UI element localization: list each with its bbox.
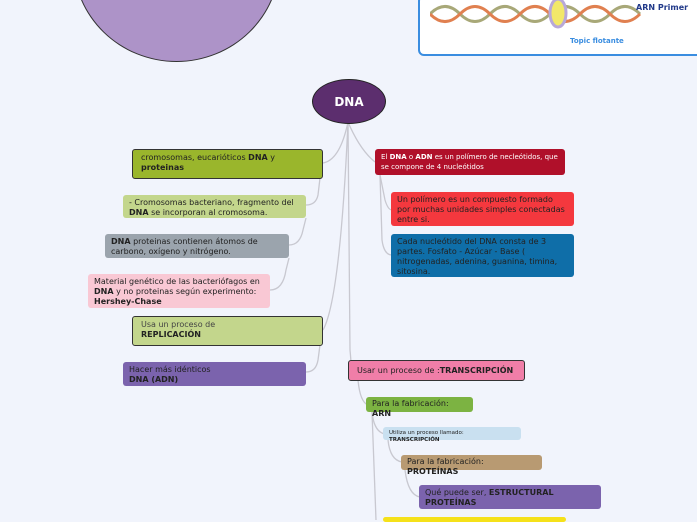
node-proteinas[interactable]: Para la fabricación: PROTEÍNAS — [401, 455, 542, 476]
node-atomos[interactable]: DNA proteinas contienen átomos de carbon… — [105, 234, 289, 258]
node-polimero-definicion[interactable]: Un polímero es un compuesto formado por … — [391, 192, 574, 226]
dna-helix-image — [430, 0, 642, 29]
node-replicacion[interactable]: Usa un proceso de REPLICACIÓN — [132, 316, 323, 346]
node-identicos[interactable]: Hacer más idénticos DNA (ADN) — [123, 362, 306, 386]
node-arn[interactable]: Para la fabricación: ARN — [366, 397, 473, 418]
node-estructural[interactable]: Qué puede ser, ESTRUCTURAL PROTEÍNAS — [419, 485, 601, 509]
node-nucleotido-partes[interactable]: Cada nucleótido del DNA consta de 3 part… — [391, 234, 574, 277]
floating-topic-label: Topic flotante — [570, 37, 624, 45]
node-polimero-nucleotidos[interactable]: El DNA o ADN es un polímero de necleótid… — [375, 149, 565, 175]
node-transcripcion[interactable]: Usar un proceso de :TRANSCRIPCIÓN — [348, 360, 525, 381]
floating-topic[interactable]: ARN Primer Topic flotante — [418, 0, 697, 56]
central-topic-label: DNA — [334, 94, 364, 109]
node-utiliza-transcripcion[interactable]: Utiliza un proceso llamado: TRANSCRIPCIÓ… — [383, 427, 521, 443]
image-label: ARN Primer — [636, 3, 689, 12]
central-topic[interactable]: DNA — [312, 79, 386, 124]
node-eucarioticos[interactable]: cromosomas, eucarióticos DNA y proteinas — [132, 149, 323, 179]
node-bacteriofagos[interactable]: Material genético de las bacteriófagos e… — [88, 274, 270, 308]
node-cromosomas-bacteriano[interactable]: - Cromosomas bacteriano, fragmento del D… — [123, 195, 306, 218]
